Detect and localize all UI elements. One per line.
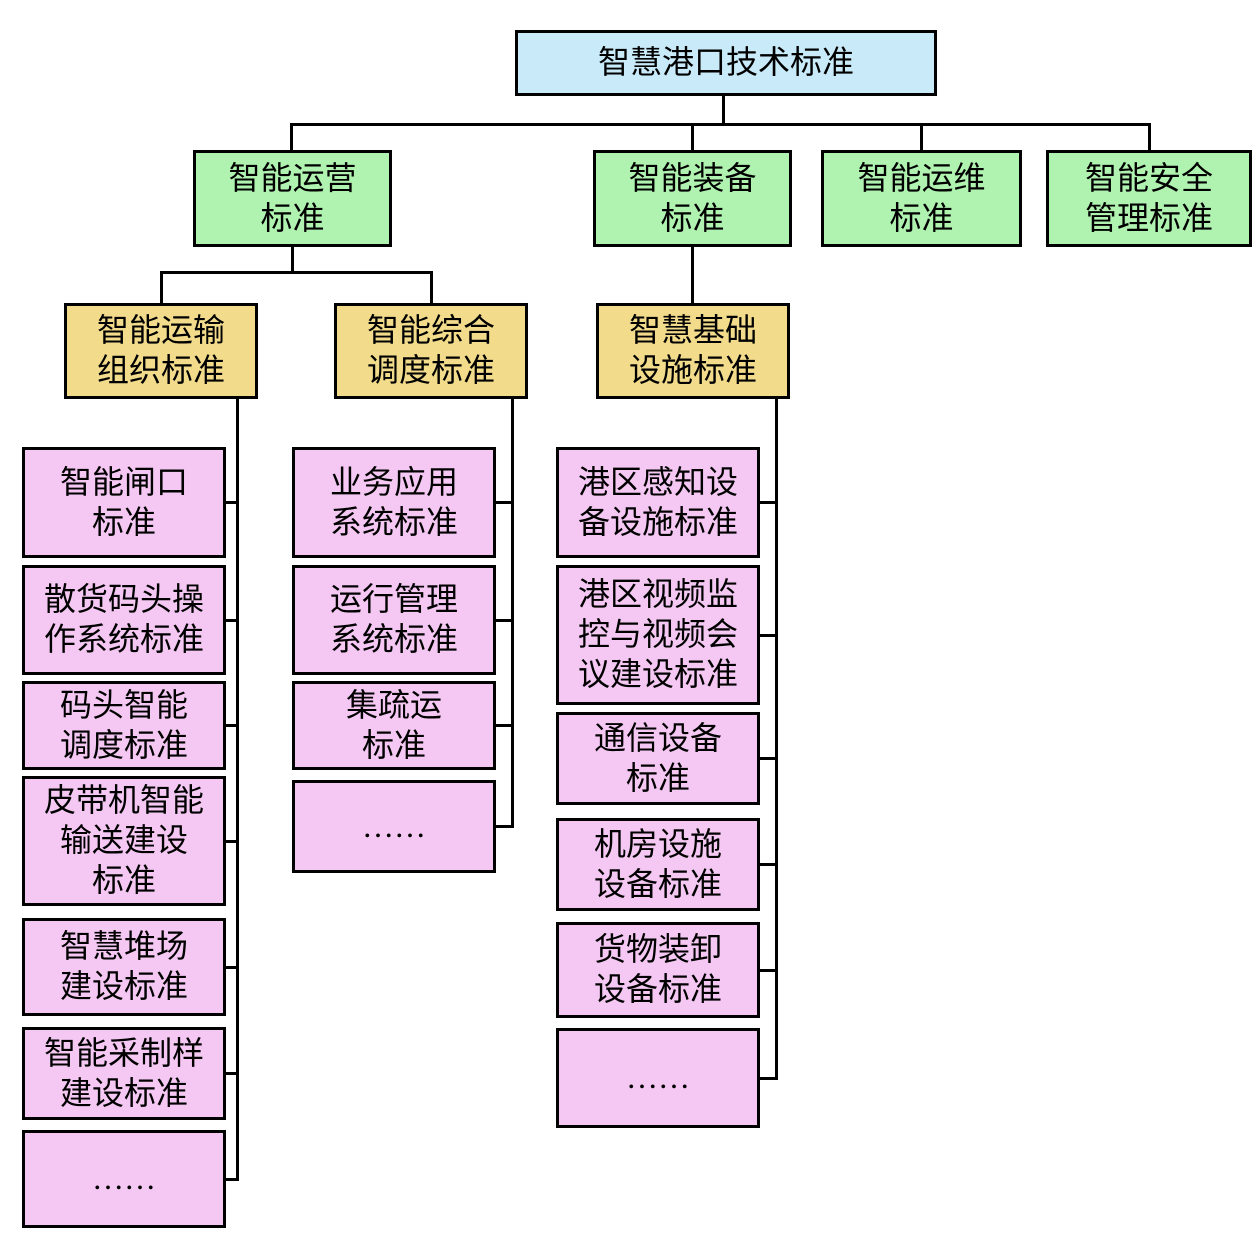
connector-line	[691, 243, 694, 305]
node-col2-ellipsis: ……	[292, 780, 496, 873]
node-intelligent-transport-organization-standards: 智能运输 组织标准	[64, 303, 258, 399]
connector-line	[775, 396, 778, 1080]
node-terminal-intelligent-dispatch-standards: 码头智能 调度标准	[22, 681, 226, 770]
connector-line	[691, 123, 694, 152]
connector-line	[291, 243, 294, 274]
connector-line	[758, 501, 777, 504]
connector-line	[290, 123, 293, 152]
connector-line	[494, 501, 513, 504]
connector-line	[224, 1178, 238, 1181]
node-port-sensing-equipment-standards: 港区感知设 备设施标准	[556, 447, 760, 558]
connector-line	[224, 966, 238, 969]
node-intelligent-maintenance-standards: 智能运维 标准	[821, 150, 1022, 247]
connector-line	[494, 825, 513, 828]
connector-line	[236, 396, 239, 1181]
connector-line	[160, 271, 163, 305]
node-smart-port-tech-standards: 智慧港口技术标准	[515, 30, 937, 96]
connector-line	[430, 271, 433, 305]
node-intelligent-equipment-standards: 智能装备 标准	[593, 150, 792, 247]
connector-line	[494, 619, 513, 622]
node-intelligent-operation-standards: 智能运营 标准	[193, 150, 392, 247]
node-cargo-handling-equipment-standards: 货物装卸 设备标准	[556, 922, 760, 1018]
node-col1-ellipsis: ……	[22, 1130, 226, 1228]
node-machine-room-facility-standards: 机房设施 设备标准	[556, 818, 760, 911]
connector-line	[224, 1072, 238, 1075]
node-collection-distribution-standards: 集疏运 标准	[292, 681, 496, 770]
connector-line	[494, 724, 513, 727]
connector-line	[511, 396, 514, 828]
connector-line	[224, 724, 238, 727]
node-intelligent-comprehensive-dispatch-standards: 智能综合 调度标准	[334, 303, 528, 399]
connector-line	[1148, 123, 1151, 152]
node-intelligent-gate-standards: 智能闸口 标准	[22, 447, 226, 558]
node-operation-management-system-standards: 运行管理 系统标准	[292, 565, 496, 675]
connector-line	[758, 1077, 777, 1080]
connector-line	[758, 863, 777, 866]
node-col3-ellipsis: ……	[556, 1028, 760, 1128]
node-bulk-terminal-operating-system-standards: 散货码头操 作系统标准	[22, 565, 226, 675]
connector-line	[160, 271, 433, 274]
connector-line	[758, 757, 777, 760]
connector-line	[224, 501, 238, 504]
node-communication-equipment-standards: 通信设备 标准	[556, 712, 760, 805]
connector-line	[920, 123, 923, 152]
node-port-video-surveillance-conference-standards: 港区视频监 控与视频会 议建设标准	[556, 565, 760, 705]
node-business-application-system-standards: 业务应用 系统标准	[292, 447, 496, 558]
connector-line	[290, 123, 1151, 126]
node-intelligent-sampling-construction-standards: 智能采制样 建设标准	[22, 1027, 226, 1120]
node-belt-conveyor-intelligent-transport-standards: 皮带机智能 输送建设 标准	[22, 776, 226, 906]
connector-line	[224, 840, 238, 843]
node-smart-infrastructure-standards: 智慧基础 设施标准	[596, 303, 790, 399]
connector-line	[758, 969, 777, 972]
connector-line	[224, 619, 238, 622]
node-smart-yard-construction-standards: 智慧堆场 建设标准	[22, 918, 226, 1016]
connector-line	[758, 634, 777, 637]
connector-line	[722, 94, 725, 126]
node-intelligent-safety-management-standards: 智能安全 管理标准	[1046, 150, 1252, 247]
